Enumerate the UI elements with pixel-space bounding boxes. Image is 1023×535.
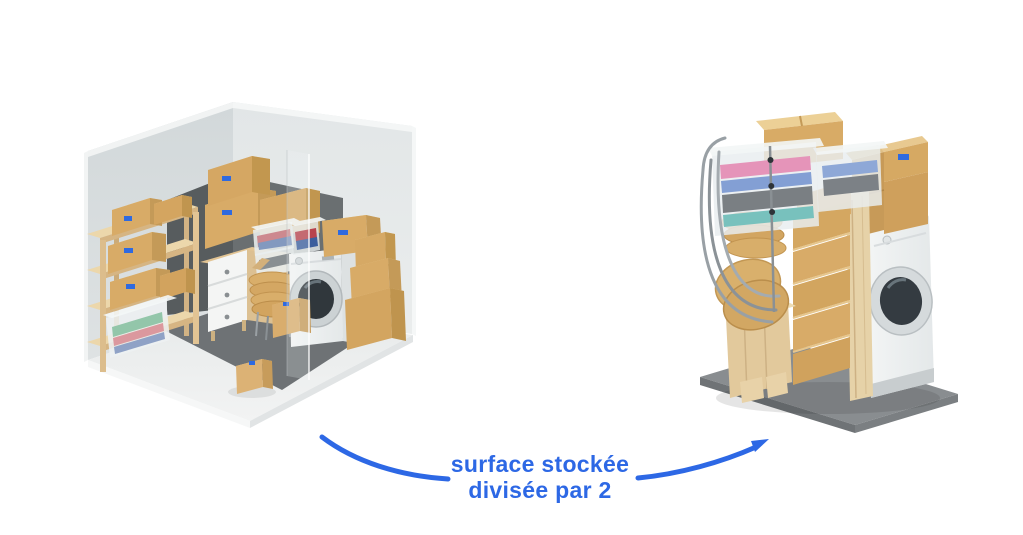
wooden-disc bbox=[722, 279, 790, 331]
caption: surface stockée divisée par 2 bbox=[395, 451, 685, 503]
arrow-left-segment bbox=[319, 434, 451, 482]
washer-knob bbox=[295, 257, 303, 265]
storage-room-before bbox=[84, 102, 416, 428]
brand-logo-mark bbox=[283, 302, 289, 306]
brand-logo-mark bbox=[124, 248, 133, 253]
drawer-knob bbox=[224, 269, 230, 275]
caption-line-2: divisée par 2 bbox=[468, 477, 612, 503]
stack-washing-machine bbox=[858, 206, 934, 398]
stacked-plastic-bins bbox=[251, 218, 300, 278]
drawer-knob bbox=[224, 292, 230, 298]
shelf-plastic-bin bbox=[103, 295, 177, 358]
wooden-plank bbox=[846, 186, 873, 401]
shelf-boxes bbox=[108, 195, 195, 310]
chair-seat bbox=[725, 237, 787, 259]
brand-logo-mark bbox=[249, 361, 255, 365]
box-stack-on-dresser bbox=[205, 156, 276, 249]
caption-line-1: surface stockée bbox=[450, 451, 630, 477]
drawer-knob bbox=[224, 314, 230, 320]
brand-logo-mark bbox=[338, 230, 348, 235]
glass-door-panel bbox=[286, 150, 310, 380]
stack-plastic-bins bbox=[708, 138, 888, 236]
brand-logo-mark bbox=[222, 210, 232, 215]
brand-logo-mark bbox=[898, 154, 909, 160]
curved-arrow bbox=[319, 434, 769, 482]
brand-logo-mark bbox=[124, 216, 132, 221]
metal-chair-frames bbox=[699, 136, 781, 324]
compact-stack-after bbox=[699, 112, 958, 433]
box-on-floor bbox=[228, 359, 276, 398]
wooden-shelf bbox=[87, 195, 199, 372]
arrow-right-segment bbox=[635, 444, 759, 481]
arrow-head bbox=[751, 439, 769, 452]
brand-logo-mark bbox=[126, 284, 135, 289]
box-stack-right bbox=[345, 232, 406, 350]
brand-logo-mark bbox=[222, 176, 231, 181]
rod-with-knobs bbox=[767, 145, 776, 313]
